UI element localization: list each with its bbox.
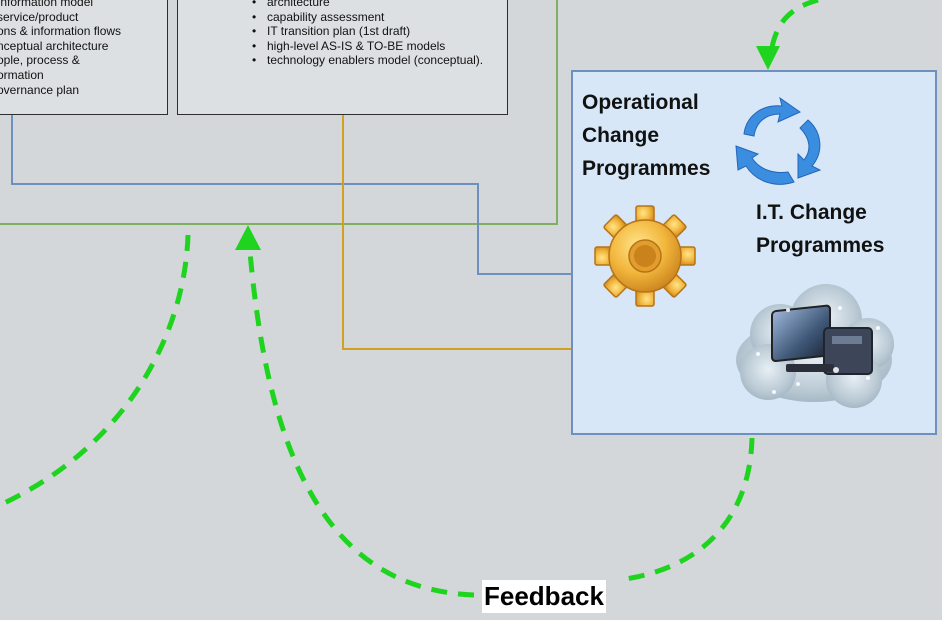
- feedback-label: Feedback: [482, 580, 606, 613]
- list-item: capability assessment: [252, 10, 502, 25]
- list-item: service/product: [0, 9, 79, 24]
- cycle-arrows-icon: [735, 96, 822, 185]
- list-item: architecture: [252, 0, 502, 10]
- feedback-arrow-top: [767, 0, 819, 61]
- left-deliverables-list: Information model service/product ons & …: [0, 0, 121, 97]
- list-item: ople, process &: [0, 53, 80, 68]
- green-connector-line: [0, 0, 558, 225]
- blue-connector-line: [11, 114, 584, 275]
- list-item: technology enablers model (conceptual).: [252, 53, 502, 68]
- list-item: ormation: [0, 67, 44, 82]
- middle-deliverables-box: architecture capability assessment IT tr…: [177, 0, 508, 115]
- list-item: overnance plan: [0, 82, 80, 97]
- middle-deliverables-list: architecture capability assessment IT tr…: [252, 0, 502, 68]
- left-deliverables-box: Information model service/product ons & …: [0, 0, 168, 115]
- list-item: IT transition plan (1st draft): [252, 24, 502, 39]
- feedback-arrowhead-up: [235, 225, 261, 250]
- feedback-arrowhead-top: [756, 46, 780, 70]
- list-item: Information model: [0, 0, 94, 9]
- list-item: ons & information flows: [0, 24, 122, 39]
- feedback-arrow-left: [0, 234, 191, 508]
- gear-icon: [594, 205, 696, 307]
- list-item: high-level AS-IS & TO-BE models: [252, 39, 502, 54]
- feedback-arrow-loop: [247, 251, 755, 598]
- it-change-label: I.T. Change Programmes: [756, 201, 885, 257]
- list-item: nceptual architecture: [0, 38, 109, 53]
- cloud-computing-icon: [736, 284, 894, 408]
- operational-change-label: Operational Change Programmes: [582, 91, 711, 180]
